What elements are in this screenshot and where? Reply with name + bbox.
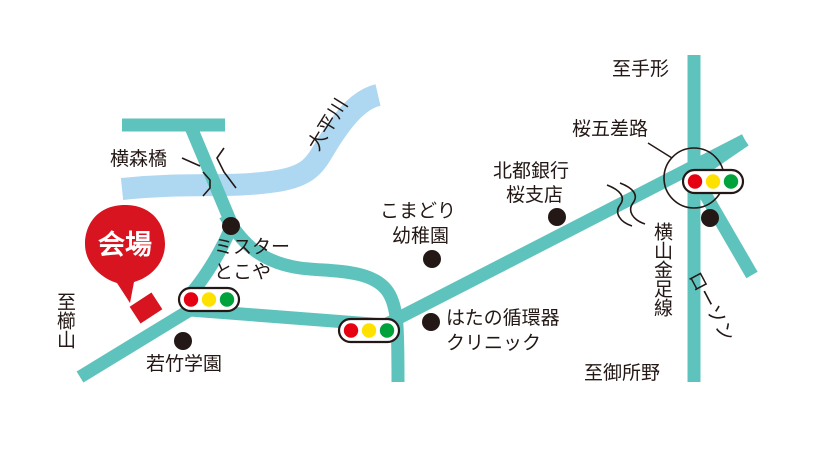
bridge-label: 横森橋 (110, 148, 168, 170)
traffic-signal-middle (337, 317, 401, 344)
road-bridge (184, 122, 238, 228)
direction-kunugiyama: 至櫛山 (54, 292, 76, 349)
bridge-mark-left (202, 171, 211, 197)
komadori-marker (423, 250, 441, 268)
roads (76, 55, 758, 383)
lawson-marker (701, 209, 719, 227)
road-label: 横山金足線 (651, 222, 673, 317)
direction-tegata: 至手形 (612, 58, 670, 80)
komadori-label-line2: 幼稚園 (392, 225, 450, 247)
bridge-mark-right (216, 147, 237, 189)
venue-building (129, 292, 163, 324)
landmark-markers (174, 208, 719, 350)
road-gap-marks (606, 182, 646, 227)
bridge-leader (181, 157, 201, 167)
river (120, 84, 382, 200)
hatano-label-line2: クリニック (446, 332, 542, 354)
wakatake-label: 若竹学園 (146, 353, 223, 375)
gap-mark-1 (606, 184, 633, 227)
bridge-marks (181, 147, 237, 197)
venue-pin: 会場 (85, 205, 165, 303)
hatano-label-line1: はたの循環器 (446, 307, 560, 329)
misterdonut-marker (222, 217, 240, 235)
wakatake-marker (174, 332, 192, 350)
bank-marker (548, 208, 566, 226)
venue-label: 会場 (98, 230, 152, 261)
intersection-leader (647, 142, 673, 159)
venue-pin-shape (85, 205, 165, 303)
road-main (76, 134, 748, 383)
bank-label-line2: 桜支店 (506, 184, 564, 206)
misterdonut-label-line2: とこや (214, 261, 272, 283)
komadori-label-line1: こまどり (380, 200, 457, 222)
traffic-signal-right (681, 168, 745, 195)
hatano-marker (422, 313, 440, 331)
misterdonut-label-line1: ミスター (214, 236, 291, 258)
gap-mark-2 (619, 182, 646, 225)
intersection-label: 桜五差路 (572, 118, 649, 140)
bank-label-line1: 北都銀行 (493, 160, 570, 182)
traffic-signal-left (177, 286, 241, 313)
direction-gosyono: 至御所野 (584, 362, 661, 384)
